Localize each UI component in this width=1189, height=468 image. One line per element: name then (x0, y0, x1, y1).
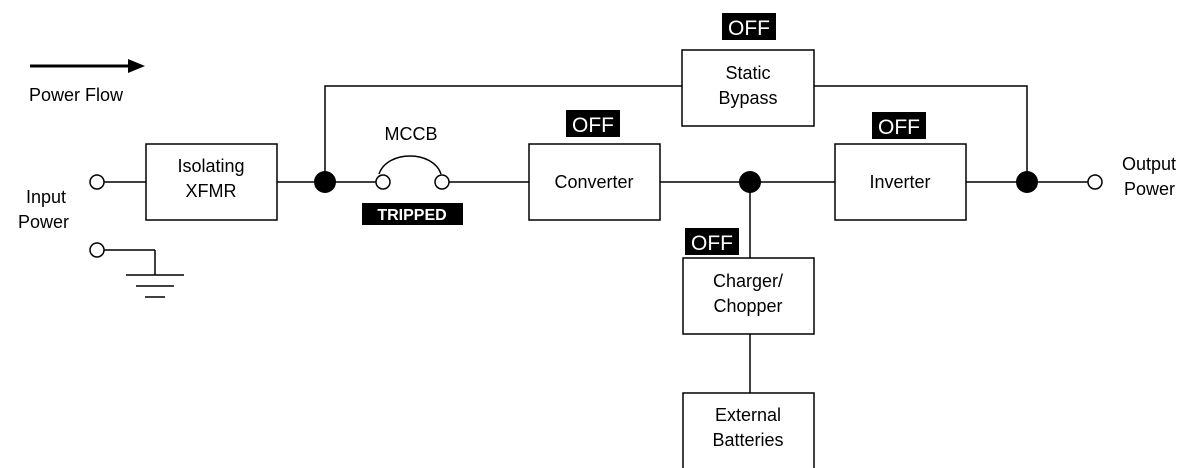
mccb-state-badge (362, 203, 463, 225)
static-bypass-block (681, 49, 815, 127)
charger-chopper-label-line2: Chopper (713, 296, 782, 316)
static-bypass-label-line2: Bypass (718, 88, 777, 108)
output-junction-node (1016, 171, 1038, 193)
ground-terminal (89, 242, 105, 258)
charger-chopper-state-badge (685, 228, 739, 255)
input-junction-node (314, 171, 336, 193)
static-bypass-state-badge (722, 13, 776, 40)
charger-chopper-label-line1: Charger/ (713, 271, 783, 291)
external-batteries-label-line2: Batteries (712, 430, 783, 450)
input-power-terminal (89, 174, 105, 190)
mccb-contact-arc (378, 155, 442, 175)
charger-chopper-state: OFF (691, 232, 733, 255)
inverter-state-badge (872, 112, 926, 139)
isolating-xfmr-label-line1: Isolating (177, 156, 244, 176)
inverter-block (834, 143, 967, 221)
static-bypass-label-line1: Static (725, 63, 770, 83)
converter-state-badge (566, 110, 620, 137)
power-flow-arrow-icon (30, 59, 145, 73)
input-power-label-line2: Power (18, 212, 69, 232)
static-bypass-state: OFF (728, 17, 770, 40)
isolating-xfmr-label-line2: XFMR (186, 181, 237, 201)
output-power-label-line1: Output (1122, 154, 1176, 174)
mccb-state: TRIPPED (377, 207, 446, 224)
power-flow-label: Power Flow (29, 85, 124, 105)
output-power-terminal (1087, 174, 1103, 190)
mccb-terminal-left (375, 174, 391, 190)
external-batteries-block (682, 392, 815, 468)
output-power-label-line2: Power (1124, 179, 1175, 199)
converter-block (528, 143, 661, 221)
converter-state: OFF (572, 114, 614, 137)
charger-chopper-block (682, 257, 815, 335)
isolating-xfmr-block (145, 143, 278, 221)
mccb-label: MCCB (385, 124, 438, 144)
external-batteries-label-line1: External (715, 405, 781, 425)
dc-bus-junction-node (739, 171, 761, 193)
mccb-terminal-right (434, 174, 450, 190)
converter-label: Converter (554, 172, 633, 192)
inverter-state: OFF (878, 116, 920, 139)
inverter-label: Inverter (869, 172, 930, 192)
input-power-label-line1: Input (26, 187, 66, 207)
